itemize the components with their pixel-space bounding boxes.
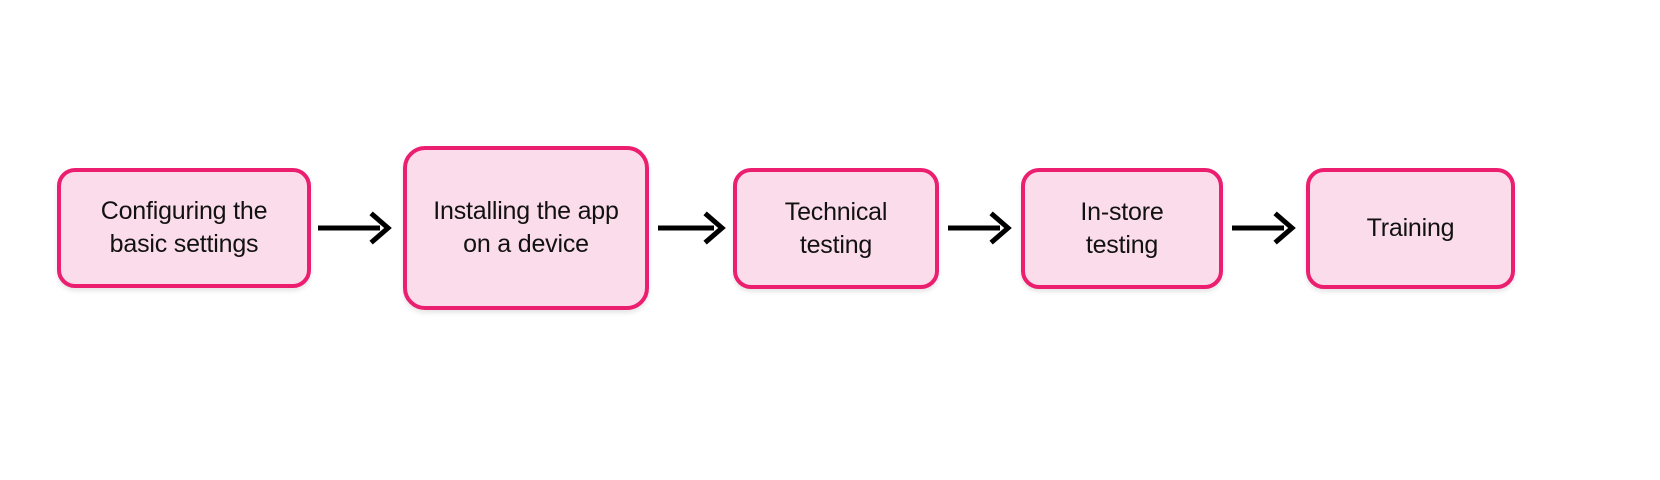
flow-node-technical-testing[interactable]: Technical testing xyxy=(733,168,939,289)
flow-node-label: In-store testing xyxy=(1080,197,1164,259)
flow-connector-1 xyxy=(318,208,394,248)
flow-node-label: Technical testing xyxy=(784,197,888,259)
flow-connector-3 xyxy=(948,208,1014,248)
flow-connector-2 xyxy=(658,208,728,248)
arrow-right-icon xyxy=(1232,211,1296,245)
flow-node-label: Configuring the basic settings xyxy=(100,197,268,258)
flow-connector-4 xyxy=(1232,208,1298,248)
flow-node-label: Installing the app on a device xyxy=(433,197,619,258)
flow-node-configuring-the-basic-settings[interactable]: Configuring the basic settings xyxy=(57,168,311,288)
arrow-right-icon xyxy=(658,211,726,245)
flow-node-in-store-testing[interactable]: In-store testing xyxy=(1021,168,1223,289)
flow-node-training[interactable]: Training xyxy=(1306,168,1515,289)
flow-node-label: Training xyxy=(1366,214,1455,242)
flow-node-installing-the-app-on-a-device[interactable]: Installing the app on a device xyxy=(403,146,649,310)
arrow-right-icon xyxy=(948,211,1012,245)
arrow-right-icon xyxy=(318,211,392,245)
